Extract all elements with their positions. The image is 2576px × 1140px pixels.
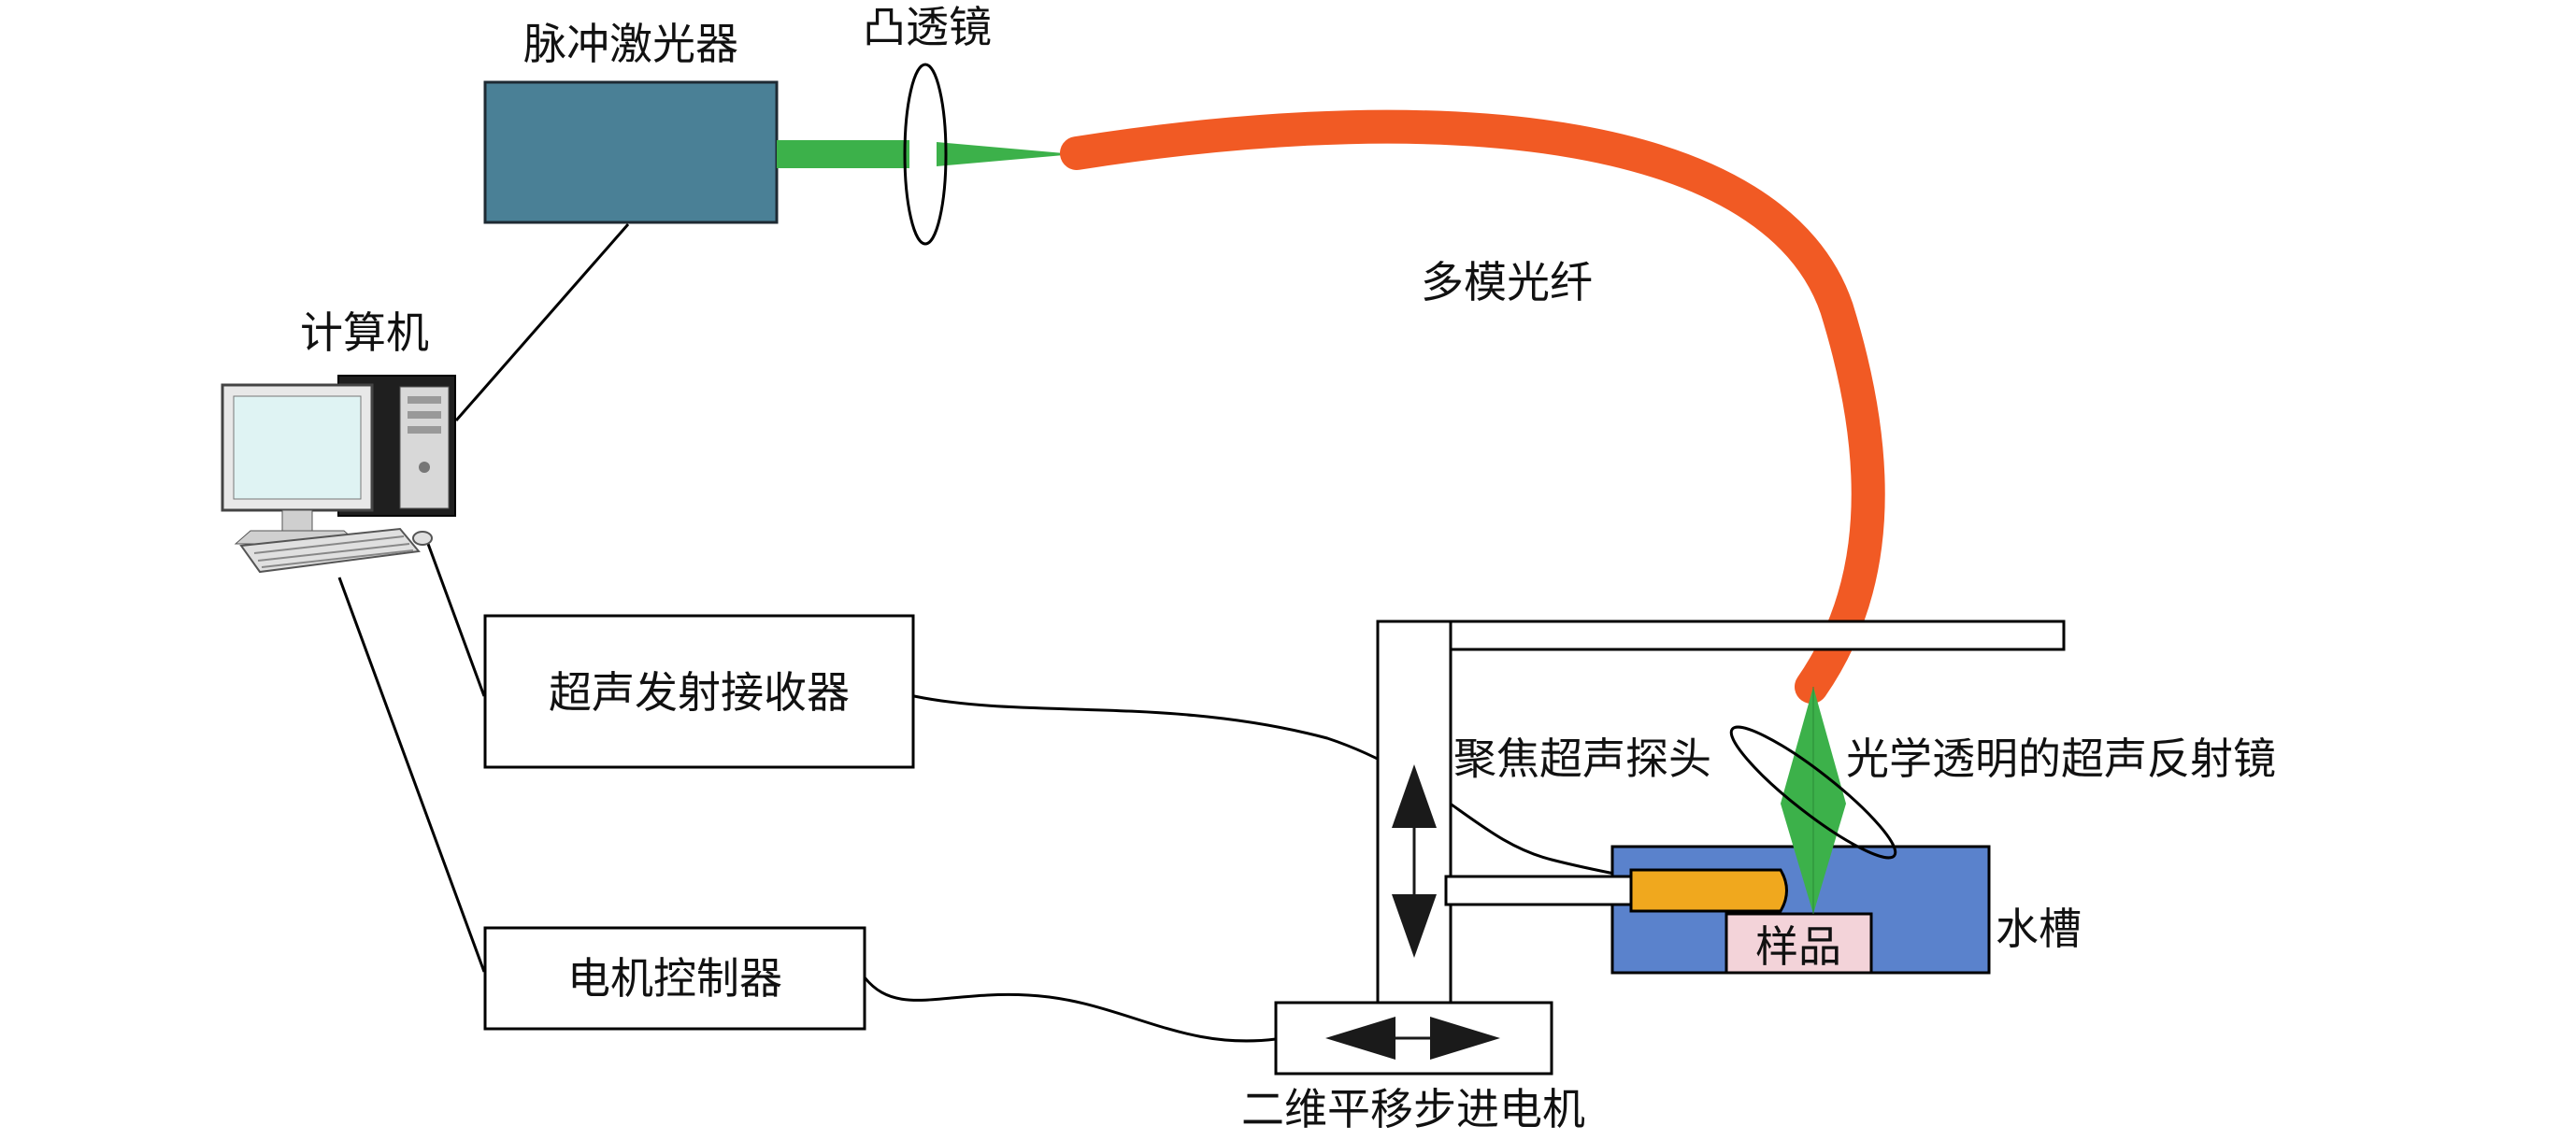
stepper-motor-label: 二维平移步进电机 [1241,1084,1585,1134]
laser-beam-collimated [777,140,909,168]
wire-computer-motor-controller [337,577,486,973]
cable-controller-motor [863,976,1277,1043]
focused-ultrasound-probe [1629,868,1788,913]
ultrasound-transceiver-box [483,614,915,769]
reflector-label: 光学透明的超声反射镜 [1846,734,2276,784]
sample-block [1724,912,1873,975]
laser-label: 脉冲激光器 [523,19,738,69]
horizontal-support-arm [1449,620,2066,651]
wire-laser-computer [454,223,630,421]
lens-label: 凸透镜 [863,2,992,52]
double-arrow-horizontal-icon [1325,1017,1500,1060]
ultrasound-reflector [1729,725,1897,860]
convex-lens [903,63,948,246]
fiber-label: 多模光纤 [1421,257,1593,307]
laser-beam-focused [937,142,1075,166]
motor-controller-label: 电机控制器 [567,953,782,1004]
motor-controller-box [483,926,866,1031]
focused-probe-label: 聚焦超声探头 [1453,734,1711,784]
multimode-fiber [1060,109,1885,704]
probe-holder-rod [1444,875,1633,906]
double-arrow-vertical-icon [1392,764,1437,958]
pulsed-laser-box [483,80,779,224]
computer-label: 计算机 [300,307,429,358]
cable-transceiver-probe [913,694,1674,891]
wire-computer-transceiver [426,543,486,697]
desktop-computer-icon [221,375,456,574]
ultrasound-transceiver-label: 超声发射接收器 [549,667,850,718]
water-tank-label: 水槽 [1996,904,2082,954]
sample-label: 样品 [1755,921,1841,972]
